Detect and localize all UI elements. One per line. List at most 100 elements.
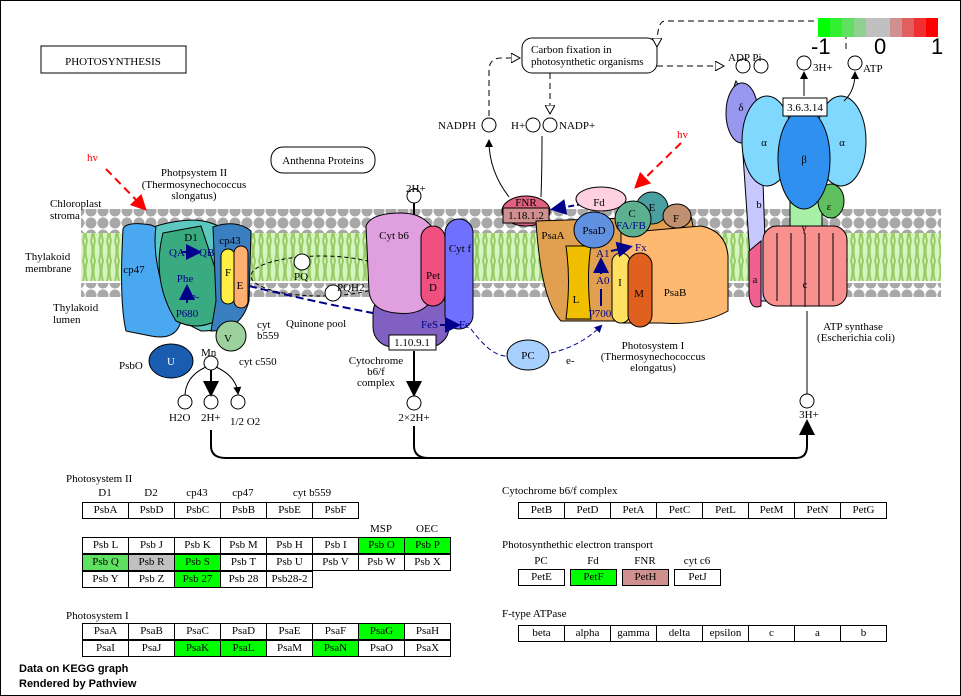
gene-box[interactable]: Psb V [312,554,359,571]
svg-text:b559: b559 [257,330,280,342]
gene-box[interactable]: PsbA [82,502,129,519]
gene-box[interactable]: Psb J [128,537,175,554]
svg-text:I: I [618,277,622,289]
footer-data-source: Data on KEGG graph [19,663,129,675]
gene-box[interactable]: PsbB [220,502,267,519]
gene-box[interactable]: PsaL [220,640,267,657]
gene-box[interactable]: Psb S [174,554,221,571]
gene-box[interactable]: PsaE [266,623,313,640]
svg-text:P700: P700 [589,308,612,320]
gene-box[interactable]: PsbC [174,502,221,519]
gene-box[interactable]: Psb 28 [220,571,267,588]
gene-box[interactable]: Psb H [266,537,313,554]
gene-box[interactable]: beta [518,625,565,642]
gene-box[interactable]: delta [656,625,703,642]
gene-box[interactable]: PsaD [220,623,267,640]
gene-box[interactable]: PetD [564,502,611,519]
gene-box[interactable]: PsbF [312,502,359,519]
gene-box[interactable]: Psb I [312,537,359,554]
svg-text:Anthenna Proteins: Anthenna Proteins [282,155,364,167]
gene-box[interactable]: PetB [518,502,565,519]
gene-box[interactable]: PetN [794,502,841,519]
svg-text:U: U [167,356,175,368]
gene-box[interactable]: PetA [610,502,657,519]
svg-text:ATP: ATP [863,63,883,75]
svg-text:P680: P680 [176,308,199,320]
gene-box[interactable]: PetM [748,502,795,519]
svg-text:A1: A1 [596,248,609,260]
atp-synthase[interactable]: 3.6.3.14 δ α β α b ε γ a c ATP synthase … [725,79,895,344]
table-title-psi: Photosystem I [66,610,129,622]
gene-box[interactable]: Psb Z [128,571,175,588]
gene-box[interactable]: Psb W [358,554,405,571]
gene-box[interactable]: Psb R [128,554,175,571]
gene-box[interactable]: PsaC [174,623,221,640]
gene-box[interactable]: b [840,625,887,642]
svg-text:V: V [224,333,232,345]
svg-text:L: L [573,294,580,306]
gene-box[interactable]: Psb U [266,554,313,571]
gene-box[interactable]: PsaB [128,623,175,640]
cytochrome-b6f-complex[interactable]: 2H+ Cyt b6 Pet D Cyt f FeS Fe 1.10.9.1 C… [349,183,474,389]
gene-box[interactable]: PsaG [358,623,405,640]
gene-box[interactable]: alpha [564,625,611,642]
gene-box[interactable]: Psb M [220,537,267,554]
svg-text:3.6.3.14: 3.6.3.14 [787,102,823,114]
svg-text:A0: A0 [596,275,610,287]
gene-group-label: cp43 [186,487,208,499]
gene-box[interactable]: PsaX [404,640,451,657]
gene-box[interactable]: PsaA [82,623,129,640]
gene-box[interactable]: PsaM [266,640,313,657]
gene-box[interactable]: PsbD [128,502,175,519]
plastocyanin[interactable]: PC e- [470,324,603,371]
table-title-cyt: Cytochrome b6/f complex [502,485,618,497]
gene-box[interactable]: PetC [656,502,703,519]
gene-box[interactable]: Psb Q [82,554,129,571]
fnr-enzyme[interactable]: FNR 1.18.1.2 [501,195,551,227]
legend-swatch [854,18,866,37]
gene-box[interactable]: PetG [840,502,887,519]
gene-box[interactable]: PetJ [674,569,721,586]
gene-box[interactable]: c [748,625,795,642]
gene-box[interactable]: PsaJ [128,640,175,657]
gene-box[interactable]: a [794,625,841,642]
gene-box[interactable]: Psb P [404,537,451,554]
gene-box[interactable]: PsbE [266,502,313,519]
gene-box[interactable]: Psb X [404,554,451,571]
svg-text:Fe: Fe [459,319,470,331]
gene-box[interactable]: Psb Y [82,571,129,588]
gene-box[interactable]: PetL [702,502,749,519]
svg-text:H2O: H2O [169,412,190,424]
svg-text:complex: complex [357,377,395,389]
gene-box[interactable]: PsaN [312,640,359,657]
gene-box[interactable]: PetH [622,569,669,586]
gene-box[interactable]: PetE [518,569,565,586]
legend-swatch [914,18,926,37]
carbon-fixation-map-link[interactable]: Carbon fixation in photosynthetic organi… [521,37,658,74]
svg-text:lumen: lumen [53,314,81,326]
svg-text:PsaA: PsaA [541,230,564,242]
gene-box[interactable]: PsaI [82,640,129,657]
table-title-pet: Photosynthethic electron transport [502,539,653,551]
svg-text:1/2 O2: 1/2 O2 [230,416,260,428]
gene-box[interactable]: Psb28-2 [266,571,313,588]
gene-box[interactable]: PsaO [358,640,405,657]
gene-box[interactable]: Psb K [174,537,221,554]
legend-swatch [926,18,938,37]
photosystem-i[interactable]: Fd PsaD C E F FA/FB Fx A1 A0 P700 PsaA L… [535,186,729,374]
gene-box[interactable]: epsilon [702,625,749,642]
gene-box[interactable]: Psb T [220,554,267,571]
svg-text:Cytochrome: Cytochrome [349,355,403,367]
antenna-proteins-map-link[interactable]: Anthenna Proteins [270,146,376,174]
gene-box[interactable]: Psb 27 [174,571,221,588]
gene-box[interactable]: PsaH [404,623,451,640]
photosystem-ii[interactable]: Photpsystem II (Thermosynechococcus slon… [119,167,280,379]
gene-box[interactable]: PsaF [312,623,359,640]
gene-box[interactable]: PetF [570,569,617,586]
gene-box[interactable]: gamma [610,625,657,642]
gene-box[interactable]: Psb L [82,537,129,554]
svg-text:NADP+: NADP+ [559,120,595,132]
gene-box[interactable]: Psb O [358,537,405,554]
svg-text:(Thermosynechococcus: (Thermosynechococcus [142,179,246,191]
gene-box[interactable]: PsaK [174,640,221,657]
